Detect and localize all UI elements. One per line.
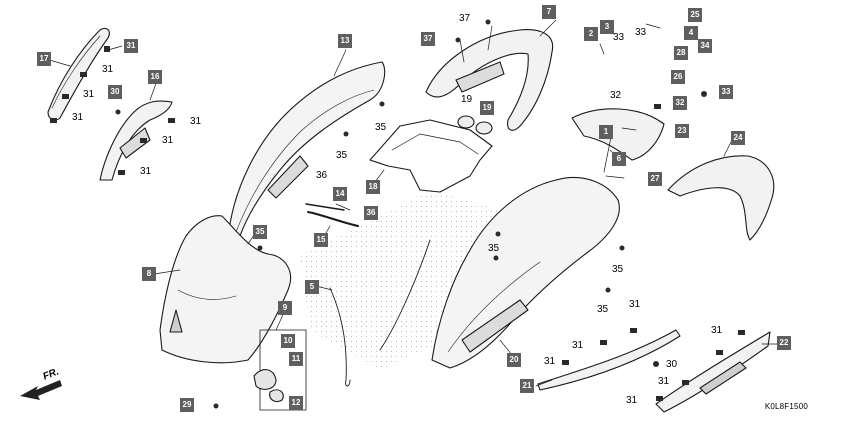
sub-assembly-frame — [259, 329, 307, 411]
callout-box-19: 19 — [480, 101, 494, 115]
callout-box-37: 37 — [421, 32, 435, 46]
callout-box-26: 26 — [671, 70, 685, 84]
callout-box-5: 5 — [305, 280, 319, 294]
side-strip-part — [47, 27, 110, 121]
callout-box-22: 22 — [777, 336, 791, 350]
callout-box-33: 33 — [719, 85, 733, 99]
callout-text-31: 31 — [102, 64, 114, 75]
callout-text-37: 37 — [459, 13, 471, 24]
callout-text-31: 31 — [190, 116, 202, 127]
callout-text-31: 31 — [140, 166, 152, 177]
callout-box-12: 12 — [289, 396, 303, 410]
drawing-code: K0L8F1500 — [764, 402, 808, 411]
callout-box-7: 7 — [542, 5, 556, 19]
callout-box-20: 20 — [507, 353, 521, 367]
front-cover-part — [159, 215, 292, 364]
callout-box-10: 10 — [281, 334, 295, 348]
callout-text-31: 31 — [162, 135, 174, 146]
callout-text-31: 31 — [658, 376, 670, 387]
callout-box-17: 17 — [37, 52, 51, 66]
callout-box-29: 29 — [180, 398, 194, 412]
callout-text-35: 35 — [597, 304, 609, 315]
callout-text-35: 35 — [336, 150, 348, 161]
callout-text-31: 31 — [626, 395, 638, 406]
callout-text-31: 31 — [711, 325, 723, 336]
callout-box-3: 3 — [600, 20, 614, 34]
callout-box-2: 2 — [584, 27, 598, 41]
callout-text-30: 30 — [666, 359, 678, 370]
bracket-frame-part — [369, 119, 493, 193]
callout-box-18: 18 — [366, 180, 380, 194]
callout-box-11: 11 — [289, 352, 303, 366]
callout-box-23: 23 — [675, 124, 689, 138]
callout-text-31: 31 — [83, 89, 95, 100]
small-rail-part — [307, 211, 359, 227]
callout-box-34: 34 — [698, 39, 712, 53]
callout-text-19: 19 — [461, 94, 473, 105]
callout-box-8: 8 — [142, 267, 156, 281]
callout-text-35: 35 — [488, 243, 500, 254]
callout-text-31: 31 — [544, 356, 556, 367]
callout-box-35: 35 — [253, 225, 267, 239]
callout-text-35: 35 — [375, 122, 387, 133]
center-cover-part — [571, 108, 665, 161]
callout-box-9: 9 — [278, 301, 292, 315]
cable-part — [329, 239, 431, 387]
callout-text-33: 33 — [613, 32, 625, 43]
callout-text-31: 31 — [572, 340, 584, 351]
callout-box-28: 28 — [674, 46, 688, 60]
grab-rail-part — [425, 29, 554, 131]
callout-box-31: 31 — [124, 39, 138, 53]
front-direction-arrow — [20, 380, 62, 400]
callout-box-24: 24 — [731, 131, 745, 145]
callout-box-25: 25 — [688, 8, 702, 22]
callout-box-36: 36 — [364, 206, 378, 220]
callout-box-21: 21 — [520, 379, 534, 393]
lower-strip-part — [537, 329, 681, 391]
callout-box-32: 32 — [673, 96, 687, 110]
callout-box-27: 27 — [648, 172, 662, 186]
callout-box-1: 1 — [599, 125, 613, 139]
callout-box-30: 30 — [108, 85, 122, 99]
upper-cover-part — [227, 61, 386, 241]
rear-cover-part — [667, 155, 775, 241]
lower-trim-part — [655, 331, 771, 413]
callout-box-16: 16 — [148, 70, 162, 84]
callout-text-32: 32 — [610, 90, 622, 101]
callout-box-15: 15 — [314, 233, 328, 247]
callout-box-14: 14 — [333, 187, 347, 201]
callout-box-13: 13 — [338, 34, 352, 48]
callout-text-35: 35 — [612, 264, 624, 275]
callout-text-36: 36 — [316, 170, 328, 181]
callout-text-33: 33 — [635, 27, 647, 38]
callout-box-6: 6 — [612, 152, 626, 166]
callout-text-31: 31 — [72, 112, 84, 123]
callout-text-31: 31 — [629, 299, 641, 310]
callout-box-4: 4 — [684, 26, 698, 40]
